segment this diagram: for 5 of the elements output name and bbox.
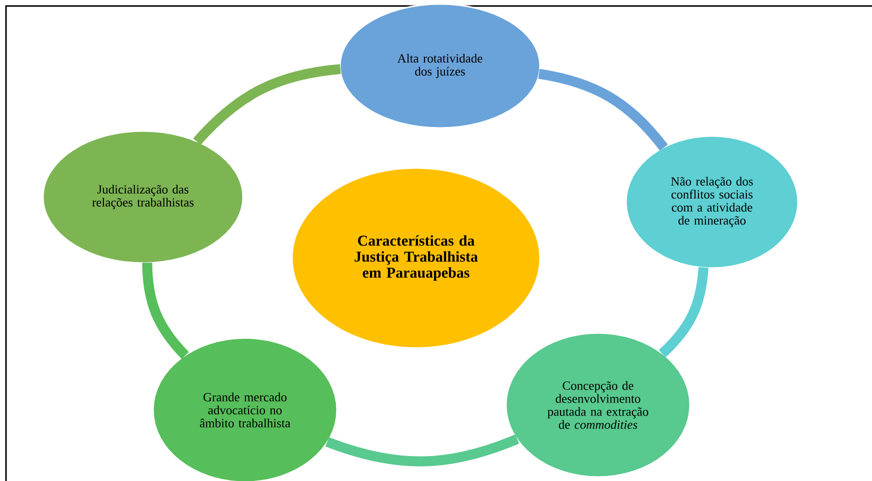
- ring-arc: [538, 68, 668, 151]
- ring-arc: [193, 64, 341, 146]
- ring-arc: [142, 262, 189, 359]
- ring-arc: [326, 434, 520, 466]
- ring-arc: [658, 267, 709, 358]
